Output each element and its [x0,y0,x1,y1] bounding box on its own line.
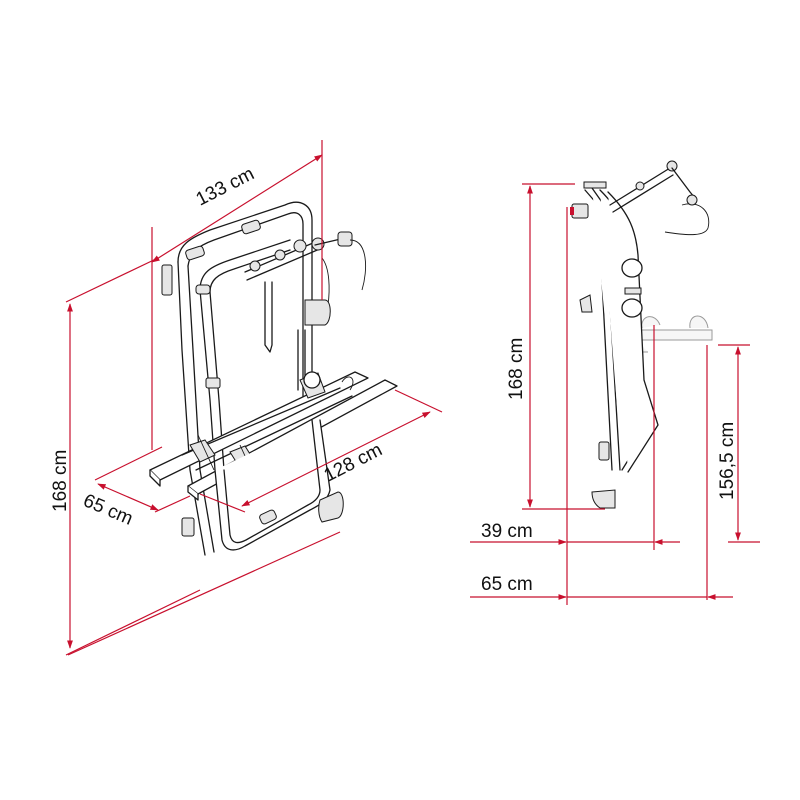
side-depth-folded-dimension: 39 cm [470,521,680,545]
side-rail-height-dimension: 156,5 cm [706,344,760,600]
isometric-view: 133 cm 168 cm 65 cm 128 cm [50,140,443,656]
side-rack-drawing [570,160,713,509]
side-depth-folded-label: 39 cm [481,521,533,542]
side-view: 168 cm 156,5 cm 39 cm 65 cm [470,160,760,605]
side-height-label: 168 cm [506,338,527,400]
side-height-dimension: 168 cm [506,183,605,510]
iso-height-label: 168 cm [50,450,71,512]
iso-rack-drawing [149,201,398,556]
iso-rail-label: 128 cm [321,439,386,486]
iso-width-label: 133 cm [193,163,258,210]
side-depth-extended-label: 65 cm [481,574,533,595]
side-depth-extended-dimension: 65 cm [470,574,733,600]
iso-height-dimension: 168 cm [50,257,201,656]
side-rail-height-label: 156,5 cm [717,422,738,500]
